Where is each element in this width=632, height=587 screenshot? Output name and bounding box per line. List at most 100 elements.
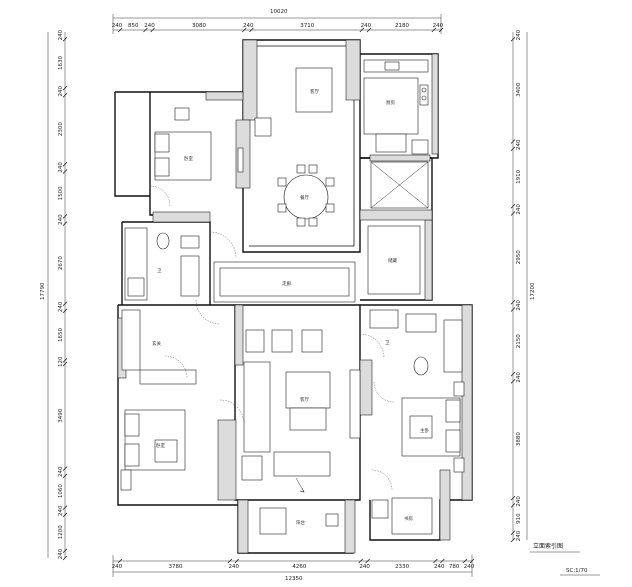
left-total-dim: 17790: [40, 282, 46, 300]
top-segment-label: 240: [361, 23, 372, 29]
bottom-segment-label: 4260: [292, 564, 306, 570]
room-label-bath-right: 卫: [385, 340, 390, 346]
room-label-bedroom-b: 主卧: [420, 427, 429, 434]
title-block: 立面索引图 SC:1/70: [530, 542, 600, 576]
left-segment-label: 1060: [58, 484, 64, 498]
top-segment-label: 240: [112, 23, 123, 29]
right-dim-tick: [510, 204, 516, 209]
left-segment-label: 1200: [58, 525, 64, 539]
balcony: 阳台: [259, 507, 339, 535]
entry-closet: 玄关: [121, 309, 197, 385]
room-label-upper-living: 客厅: [310, 88, 319, 95]
room-label-storage: 储藏: [388, 257, 397, 264]
left-segment-label: 240: [58, 214, 64, 225]
left-segment-label: 1630: [58, 56, 64, 70]
dining-table: 餐厅: [277, 164, 335, 227]
right-dim-tick: [510, 379, 516, 384]
right-dim-tick: [510, 495, 516, 501]
right-segment-label: 240: [516, 139, 522, 150]
left-dim-tick: [62, 548, 68, 554]
room-label-bedroom-a: 卧室: [184, 155, 193, 162]
top-dim-tick: [143, 27, 148, 33]
right-segment-label: 240: [516, 496, 522, 507]
upper-living-room: 客厅: [254, 67, 333, 137]
top-segment-label: 3080: [192, 23, 206, 29]
right-segment-label: 240: [516, 300, 522, 311]
left-segment-label: 240: [58, 505, 64, 516]
bottom-segment-label: 780: [449, 564, 460, 570]
left-dim-tick: [62, 162, 68, 167]
right-total-dim: 17200: [530, 282, 536, 300]
top-total-dim: 10020: [270, 9, 288, 15]
left-dim-tick: [62, 36, 68, 42]
room-label-living: 客厅: [300, 396, 309, 403]
top-segment-label: 3710: [300, 23, 314, 29]
room-label-corridor: 走廊: [282, 280, 291, 287]
left-dim-tick: [62, 169, 68, 174]
right-dimension-line: 2403400240191024029502402150240388024091…: [510, 29, 536, 543]
drawing-title: 立面索引图: [533, 542, 563, 550]
room-label-kitchen: 厨房: [386, 99, 395, 106]
bottom-dim-tick: [227, 558, 233, 564]
left-dim-tick: [62, 505, 68, 510]
right-dim-tick: [510, 146, 516, 152]
left-dim-tick: [62, 555, 68, 561]
kitchen: 厨房: [363, 59, 429, 155]
room-label-dining: 餐厅: [300, 194, 309, 201]
left-segment-label: 240: [58, 548, 64, 559]
room-label-study: 书房: [404, 515, 413, 522]
lower-left-bedroom: 卧室: [120, 409, 186, 491]
bottom-segment-label: 240: [229, 564, 240, 570]
right-segment-label: 3400: [516, 82, 522, 96]
left-dim-tick: [62, 301, 68, 306]
drawing-scale: SC:1/70: [566, 568, 588, 574]
right-dim-tick: [510, 139, 516, 144]
left-segment-label: 2300: [58, 122, 64, 136]
left-dim-tick: [62, 512, 68, 518]
master-bedroom: 主卧: [401, 381, 465, 473]
bottom-total-dim: 12350: [285, 576, 303, 582]
right-segment-label: 1910: [516, 169, 522, 183]
left-dim-tick: [62, 85, 68, 91]
upper-left-bedroom: 卧室: [154, 107, 244, 181]
bottom-segment-label: 240: [464, 564, 475, 570]
bottom-dim-tick: [117, 558, 123, 564]
room-label-entry: 玄关: [152, 340, 161, 347]
left-segment-label: 240: [58, 162, 64, 173]
left-dim-tick: [62, 214, 68, 219]
left-bathrooms: 卫: [124, 227, 200, 301]
right-bathroom: 卫: [369, 309, 463, 376]
right-dim-tick: [510, 307, 516, 312]
top-dim-tick: [359, 27, 365, 33]
left-dim-tick: [62, 221, 68, 226]
top-segment-label: 240: [433, 23, 444, 29]
top-segment-label: 240: [243, 23, 254, 29]
bottom-segment-label: 240: [434, 564, 445, 570]
right-segment-label: 3880: [516, 432, 522, 446]
top-dim-tick: [366, 27, 372, 33]
top-dim-tick: [242, 27, 247, 33]
right-dim-tick: [510, 537, 516, 543]
left-dim-tick: [62, 93, 68, 98]
top-dim-tick: [117, 27, 123, 33]
left-segment-label: 240: [58, 29, 64, 40]
left-dim-tick: [62, 361, 68, 367]
room-label-bath-left: 卫: [157, 268, 162, 274]
top-dim-tick: [150, 27, 155, 33]
bottom-segment-label: 2330: [395, 564, 409, 570]
right-segment-label: 240: [516, 204, 522, 215]
right-dim-tick: [510, 300, 516, 305]
left-segment-label: 240: [58, 466, 64, 477]
left-dim-tick: [62, 358, 68, 363]
left-dimension-line: 2401630240230024015002402670240165012034…: [40, 29, 68, 561]
corridor-bench: 走廊: [213, 261, 356, 303]
right-dim-tick: [510, 503, 516, 508]
bottom-dim-tick: [433, 558, 438, 564]
left-segment-label: 240: [58, 85, 64, 96]
right-dim-tick: [510, 530, 516, 536]
hatched-wall-segments: [117, 39, 473, 554]
living-room: 客厅: [241, 329, 361, 481]
